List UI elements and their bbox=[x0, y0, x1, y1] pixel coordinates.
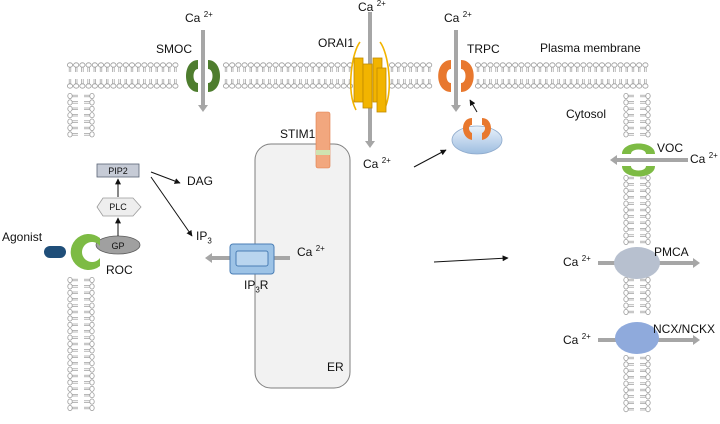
ncx-exchanger bbox=[615, 322, 659, 354]
lipid-bilayer-vertical bbox=[623, 354, 651, 413]
ca-label-voc: Ca 2+ bbox=[690, 151, 718, 167]
roc-receptor bbox=[70, 233, 100, 270]
lipid-bilayer-vertical bbox=[67, 276, 95, 411]
ca-label-cytosol: Ca 2+ bbox=[363, 156, 391, 172]
trpc-label: TRPC bbox=[467, 42, 500, 56]
trpc-channel bbox=[438, 60, 474, 92]
calcium-to-efflux-arrow bbox=[433, 255, 509, 263]
cytosol-label: Cytosol bbox=[566, 107, 607, 121]
trpc-vesicle bbox=[451, 118, 503, 155]
ca-text: Ca bbox=[563, 333, 579, 347]
lipid-bilayer-horizontal bbox=[388, 62, 433, 89]
voc-label: VOC bbox=[657, 141, 684, 155]
ca-label-ncx: Ca 2+ bbox=[563, 332, 591, 348]
lipid-bilayer-horizontal bbox=[474, 62, 649, 89]
smoc-label: SMOC bbox=[156, 42, 192, 56]
ca-text: Ca bbox=[185, 11, 201, 25]
smoc-channel bbox=[186, 60, 220, 92]
ca-charge: 2+ bbox=[708, 151, 718, 160]
ca-text: Ca bbox=[297, 245, 313, 259]
lipid-bilayer-vertical bbox=[623, 276, 651, 315]
ca-charge: 2+ bbox=[381, 156, 391, 165]
ncx-label: NCX/NCKX bbox=[653, 322, 716, 336]
ca-charge: 2+ bbox=[315, 244, 325, 253]
roc-label: ROC bbox=[106, 263, 133, 277]
ca-text: Ca bbox=[444, 11, 460, 25]
plc-label: PLC bbox=[109, 202, 127, 212]
ca-text: Ca bbox=[358, 0, 374, 14]
trpc-calcium-influx-arrow bbox=[451, 30, 461, 112]
lipid-bilayer-vertical bbox=[623, 93, 651, 138]
lipid-bilayer-vertical bbox=[67, 93, 95, 138]
ca-text: Ca bbox=[690, 152, 706, 166]
lipid-bilayer-horizontal bbox=[222, 62, 353, 89]
stim1-protein bbox=[315, 111, 331, 169]
diagram-components bbox=[44, 12, 700, 389]
plasma-membrane-bilayer bbox=[67, 62, 651, 413]
orai1-channel bbox=[350, 41, 390, 113]
vesicle-to-trpc-arrow bbox=[469, 99, 478, 113]
er-label: ER bbox=[327, 360, 344, 374]
voc-calcium-influx-arrow bbox=[610, 155, 688, 165]
agonist-label: Agonist bbox=[2, 230, 43, 244]
calcium-to-trpc-arrow bbox=[413, 149, 447, 168]
agonist-molecule bbox=[44, 246, 66, 258]
plc-hexagon bbox=[96, 197, 142, 217]
ca-label-er: Ca 2+ bbox=[297, 244, 325, 260]
ca-charge: 2+ bbox=[203, 10, 213, 19]
smoc-calcium-influx-arrow bbox=[198, 30, 208, 112]
ip3-sub: 3 bbox=[207, 236, 212, 246]
ca-label-trpc: Ca 2+ bbox=[444, 10, 472, 26]
ip3-label: IP3 bbox=[196, 229, 212, 246]
pip2-to-ip3-arrow bbox=[150, 176, 193, 237]
ip3r-suffix: R bbox=[259, 278, 269, 292]
pip2-label: PIP2 bbox=[108, 166, 128, 176]
ca-text: Ca bbox=[563, 255, 579, 269]
lipid-bilayer-vertical bbox=[623, 174, 651, 245]
ip3-main: IP bbox=[196, 229, 208, 243]
ca-label-smoc: Ca 2+ bbox=[185, 10, 213, 26]
pip2-box bbox=[96, 163, 140, 178]
ip3r-label: IP3R bbox=[244, 278, 269, 295]
stim1-label: STIM1 bbox=[280, 127, 316, 141]
dag-label: DAG bbox=[187, 174, 214, 188]
pmca-label: PMCA bbox=[654, 245, 689, 259]
ca-label-orai1: Ca 2+ bbox=[358, 0, 386, 14]
pip2-to-dag-arrow bbox=[150, 171, 181, 184]
ca-charge: 2+ bbox=[581, 332, 591, 341]
pmca-pump bbox=[614, 247, 660, 279]
ip3r-sub: 3 bbox=[255, 285, 260, 295]
ip3r-main: IP bbox=[244, 278, 256, 292]
ca-text: Ca bbox=[363, 157, 379, 171]
ca-charge: 2+ bbox=[462, 10, 472, 19]
ca-charge: 2+ bbox=[581, 254, 591, 263]
ca-charge: 2+ bbox=[376, 0, 386, 8]
plasma-membrane-label: Plasma membrane bbox=[540, 41, 641, 55]
ip3-receptor bbox=[229, 243, 275, 275]
orai1-label: ORAI1 bbox=[318, 36, 355, 50]
ca-label-pmca: Ca 2+ bbox=[563, 254, 591, 270]
gp-label: GP bbox=[111, 241, 125, 251]
voc-channel bbox=[622, 143, 655, 177]
lipid-bilayer-horizontal bbox=[67, 62, 179, 89]
